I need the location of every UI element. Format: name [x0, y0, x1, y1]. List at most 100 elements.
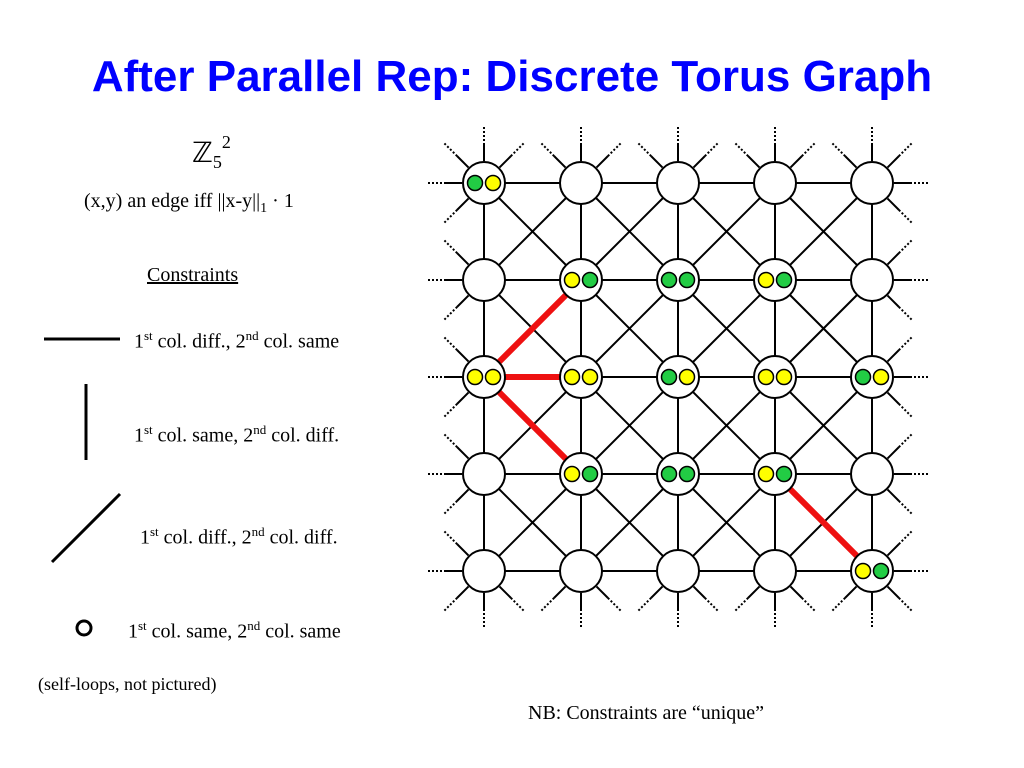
- graph-node: [753, 258, 797, 302]
- wrap-edge-diag: [747, 155, 761, 169]
- legend-num: 1: [134, 330, 144, 353]
- set-symbol: ℤ: [192, 138, 213, 169]
- legend-ordinal: st: [150, 524, 159, 539]
- wrap-edge-diag-dotted: [442, 529, 458, 545]
- legend-text-horizontal: 1st col. diff., 2nd col. same: [134, 328, 339, 354]
- yellow-color-dot: [484, 174, 502, 192]
- legend-text: col. same: [260, 620, 341, 643]
- graph-node: [462, 258, 506, 302]
- wrap-edge-diag-dotted: [442, 500, 458, 516]
- legend-text-vertical: 1st col. same, 2nd col. diff.: [134, 422, 339, 448]
- legend-text: col. diff.: [264, 526, 338, 549]
- graph-node: [753, 161, 797, 205]
- yellow-color-dot: [872, 368, 890, 386]
- wrap-edge-diag-dotted: [704, 597, 720, 613]
- wrap-edge-diag-dotted: [830, 141, 846, 157]
- wrap-edge-diag: [692, 585, 706, 599]
- wrap-edge-diag: [886, 488, 900, 502]
- wrap-edge-diag-dotted: [442, 141, 458, 157]
- yellow-color-dot: [854, 562, 872, 580]
- wrap-edge-diag: [886, 446, 900, 460]
- highlighted-edge: [782, 481, 865, 564]
- wrap-edge-diag: [789, 585, 803, 599]
- legend-text: col. same, 2: [152, 424, 254, 447]
- wrap-edge-diag-dotted: [442, 335, 458, 351]
- graph-node: [559, 355, 603, 399]
- wrap-edge-diag: [456, 155, 470, 169]
- wrap-edge-diag-dotted: [607, 597, 623, 613]
- wrap-edge-diag: [456, 488, 470, 502]
- edge-diagonal: [677, 182, 776, 281]
- green-color-dot: [581, 465, 599, 483]
- edge-diagonal: [774, 376, 873, 475]
- wrap-edge-diag-dotted: [898, 306, 914, 322]
- yellow-color-dot: [581, 368, 599, 386]
- wrap-edge-diag: [886, 294, 900, 308]
- yellow-color-dot: [466, 368, 484, 386]
- graph-node: [559, 161, 603, 205]
- edge-diagonal: [774, 279, 873, 378]
- wrap-edge-diag-dotted: [510, 597, 526, 613]
- legend-ordinal: nd: [247, 618, 261, 633]
- wrap-edge-diag: [456, 197, 470, 211]
- yellow-color-dot: [563, 465, 581, 483]
- torus-grid: [426, 125, 930, 629]
- yellow-color-dot: [775, 368, 793, 386]
- wrap-edge-diag-dotted: [898, 141, 914, 157]
- wrap-edge-diag-dotted: [898, 432, 914, 448]
- wrap-edge-diag: [886, 155, 900, 169]
- yellow-color-dot: [563, 271, 581, 289]
- yellow-color-dot: [484, 368, 502, 386]
- wrap-edge-diag: [595, 155, 609, 169]
- wrap-edge-diag: [886, 543, 900, 557]
- wrap-edge-diag-dotted: [898, 529, 914, 545]
- graph-node: [753, 549, 797, 593]
- wrap-edge-diag-dotted: [607, 141, 623, 157]
- legend-text: col. same, 2: [146, 620, 248, 643]
- green-color-dot: [466, 174, 484, 192]
- set-subscript: 5: [212, 152, 222, 172]
- legend-text: col. diff.: [266, 424, 340, 447]
- wrap-edge-diag-dotted: [442, 238, 458, 254]
- wrap-edge-diag-dotted: [442, 403, 458, 419]
- set-notation: ℤ52: [192, 132, 231, 173]
- wrap-edge-diag: [886, 197, 900, 211]
- wrap-edge-diag: [886, 349, 900, 363]
- graph-node: [656, 549, 700, 593]
- wrap-edge-diag-dotted: [733, 141, 749, 157]
- edge-diagonal: [677, 473, 776, 572]
- edge-diagonal: [580, 182, 679, 281]
- wrap-edge-diag: [553, 585, 567, 599]
- wrap-edge-diag: [650, 155, 664, 169]
- graph-node: [850, 161, 894, 205]
- legend-ordinal: st: [138, 618, 147, 633]
- green-color-dot: [660, 465, 678, 483]
- wrap-edge-diag: [747, 585, 761, 599]
- legend-ordinal: nd: [251, 524, 265, 539]
- green-color-dot: [660, 368, 678, 386]
- wrap-edge-diag: [456, 349, 470, 363]
- wrap-edge-diag: [595, 585, 609, 599]
- wrap-edge-diag-dotted: [442, 209, 458, 225]
- wrap-edge-diag-dotted: [898, 500, 914, 516]
- edge-diagonal: [774, 182, 873, 281]
- graph-node: [559, 452, 603, 496]
- legend-ordinal: nd: [253, 422, 267, 437]
- green-color-dot: [581, 271, 599, 289]
- wrap-edge-diag-dotted: [830, 597, 846, 613]
- page-title: After Parallel Rep: Discrete Torus Graph: [91, 52, 933, 101]
- wrap-edge-diag: [553, 155, 567, 169]
- wrap-edge-diag: [456, 391, 470, 405]
- wrap-edge-diag: [886, 252, 900, 266]
- wrap-edge-diag: [650, 585, 664, 599]
- wrap-edge-diag-dotted: [733, 597, 749, 613]
- edge-diagonal: [677, 279, 776, 378]
- graph-node: [753, 355, 797, 399]
- wrap-edge-diag-dotted: [898, 335, 914, 351]
- yellow-color-dot: [678, 368, 696, 386]
- wrap-edge-diag: [886, 391, 900, 405]
- edge-diagonal: [580, 473, 679, 572]
- graph-node: [559, 549, 603, 593]
- edge-diagonal: [580, 376, 679, 475]
